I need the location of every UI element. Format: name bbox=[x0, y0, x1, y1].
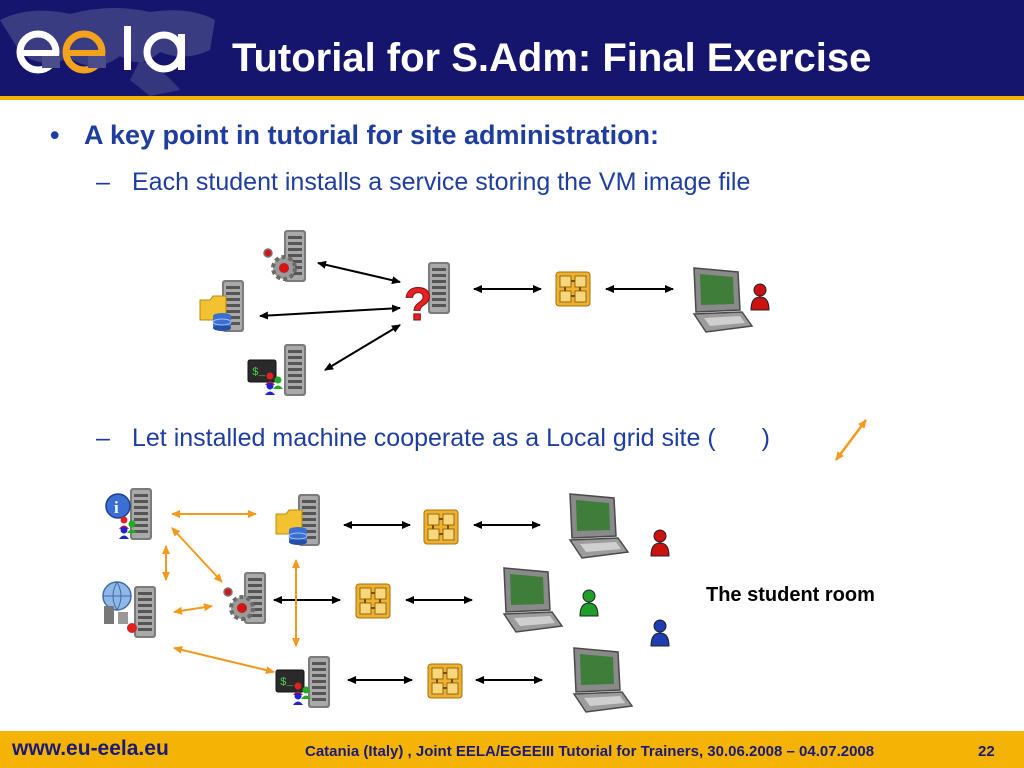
top-terminal-server bbox=[247, 344, 306, 396]
workstation-2 bbox=[503, 567, 563, 633]
bullet-key-point-text: A key point in tutorial for site adminis… bbox=[84, 120, 660, 150]
top-gear-server bbox=[263, 230, 306, 282]
bottom-grid-icon-1 bbox=[423, 509, 459, 545]
dash-marker: – bbox=[96, 168, 110, 196]
page-number: 22 bbox=[978, 743, 995, 760]
svg-text:i: i bbox=[114, 498, 119, 517]
globe-server bbox=[102, 581, 156, 638]
question-mark-icon: ? bbox=[404, 278, 432, 330]
question-server: ? bbox=[404, 262, 450, 331]
eela-logo bbox=[16, 26, 185, 74]
top-user-red bbox=[750, 283, 770, 311]
top-grid-icon bbox=[555, 271, 591, 307]
user-blue bbox=[650, 619, 670, 647]
cooperation-arrow-icon bbox=[835, 419, 867, 461]
info-icon bbox=[105, 493, 131, 519]
top-storage-server bbox=[199, 280, 244, 332]
bullet-marker: • bbox=[50, 120, 60, 150]
sub-bullet-install-text: Each student installs a service storing … bbox=[132, 168, 751, 196]
user-green bbox=[579, 589, 599, 617]
workstation-3 bbox=[573, 647, 633, 713]
sub-bullet-cooperate-text: Let installed machine cooperate as a Loc… bbox=[132, 424, 716, 452]
sub-bullet-cooperate: –Let installed machine cooperate as a Lo… bbox=[96, 424, 770, 453]
footer-url-link[interactable]: www.eu-eela.eu bbox=[12, 737, 169, 760]
cooperation-arrow bbox=[173, 603, 213, 615]
slide-title: Tutorial for S.Adm: Final Exercise bbox=[232, 36, 872, 80]
bottom-grid-icon-3 bbox=[427, 663, 463, 699]
bullet-key-point: • A key point in tutorial for site admini… bbox=[50, 120, 659, 151]
arrow bbox=[317, 260, 401, 285]
sub-bullet-install: –Each student installs a service storing… bbox=[96, 168, 750, 197]
header-bar: Tutorial for S.Adm: Final Exercise bbox=[0, 0, 1024, 96]
cooperation-arrow bbox=[171, 527, 223, 583]
student-room-label: The student room bbox=[706, 584, 875, 606]
arrow bbox=[259, 304, 401, 320]
sub-bullet-cooperate-end: ) bbox=[761, 424, 770, 452]
bottom-terminal-server bbox=[275, 656, 330, 708]
user-red bbox=[650, 529, 670, 557]
arrow bbox=[324, 324, 401, 371]
cooperation-arrow bbox=[173, 645, 275, 675]
dash-marker: – bbox=[96, 424, 110, 452]
bottom-grid-icon-2 bbox=[355, 583, 391, 619]
info-server: i bbox=[105, 488, 152, 540]
workstation-1 bbox=[569, 493, 629, 559]
bottom-storage-server bbox=[275, 494, 320, 546]
header-divider bbox=[0, 96, 1024, 100]
bottom-gear-server bbox=[223, 572, 266, 624]
footer-bar: www.eu-eela.eu Catania (Italy) , Joint E… bbox=[0, 731, 1024, 768]
footer-event-text: Catania (Italy) , Joint EELA/EGEEIII Tut… bbox=[305, 743, 875, 760]
diagram: $_ bbox=[102, 230, 867, 713]
top-workstation bbox=[693, 267, 753, 333]
